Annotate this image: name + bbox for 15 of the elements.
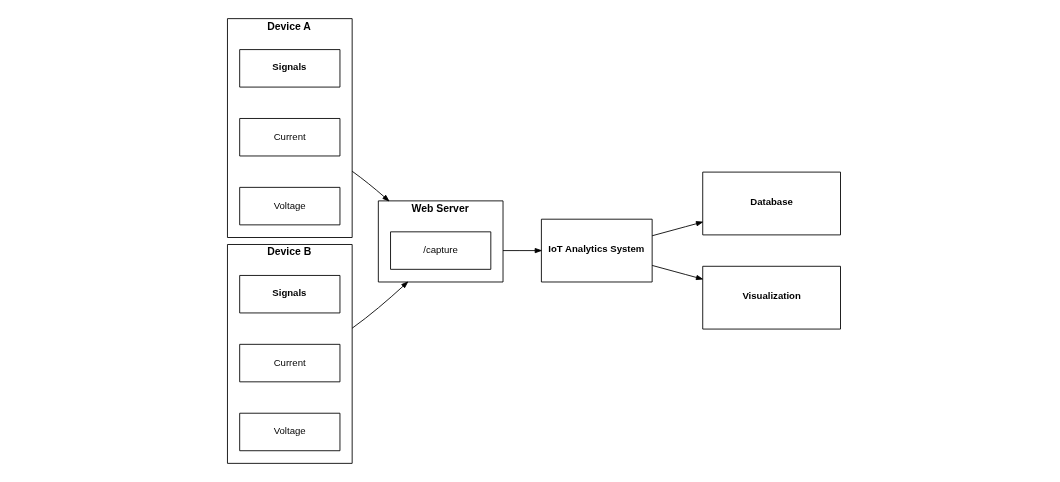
arrow [502,248,542,254]
node-box: Database [701,171,841,236]
node-box: /capture [389,231,491,270]
arrow [351,281,408,329]
node-box: Voltage [238,186,340,226]
node-box: Current [238,343,340,383]
node-box: Signals [238,49,340,88]
arrow [651,265,703,280]
node-box: IoT Analytics System [540,218,653,283]
arrow [651,221,703,237]
node-box: Voltage [238,412,340,452]
node-box: Visualization [701,265,841,330]
node-box: Current [238,118,340,157]
node-box: Signals [238,275,340,314]
arrow [351,170,389,202]
